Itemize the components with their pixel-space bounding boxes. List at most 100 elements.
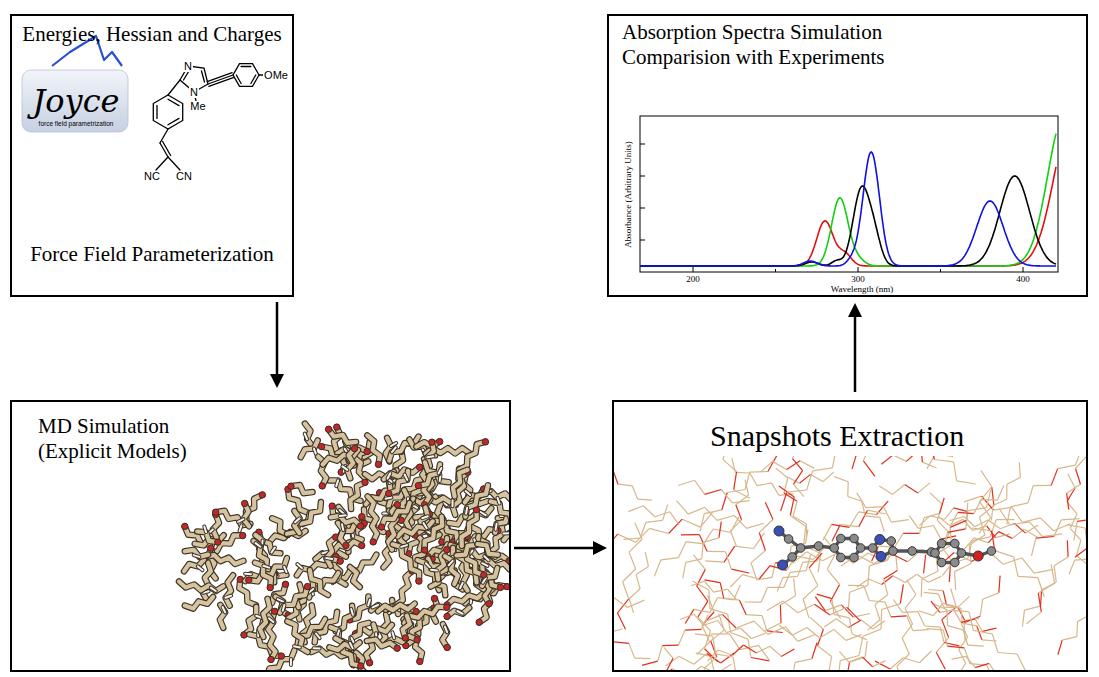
hydrogen-bond <box>256 543 261 547</box>
solvent-wire <box>667 658 673 670</box>
solvent-wire <box>950 610 969 611</box>
solvent-wire <box>868 510 886 514</box>
hydrogen-bond <box>337 631 339 637</box>
solvent-wire <box>983 593 999 599</box>
solvent-wire <box>950 512 958 526</box>
solvent-wire <box>968 645 984 646</box>
solvent-molecule <box>205 555 243 564</box>
solvent-wire <box>805 529 808 543</box>
solvent-wire <box>1040 518 1053 531</box>
solvent-wire <box>614 534 618 549</box>
hydrogen-bond <box>194 555 200 557</box>
solvent-molecule <box>244 607 256 635</box>
solvent-molecule <box>350 567 360 587</box>
solvent-wire <box>952 656 966 659</box>
solvent-wire <box>798 604 815 612</box>
solvent-molecule <box>329 643 359 651</box>
hydrogen-bond <box>245 572 251 577</box>
spectrum-curve <box>640 167 1056 266</box>
solvent-wire <box>974 500 982 514</box>
hydrogen-bond <box>278 599 283 602</box>
solvent-wire <box>903 658 919 663</box>
atom-ball <box>814 542 823 551</box>
solvent-molecule <box>393 544 420 581</box>
solvent-wire <box>750 471 768 473</box>
solvent-molecule <box>301 441 318 458</box>
solvent-wire <box>832 456 836 468</box>
hydrogen-bond <box>457 611 462 614</box>
solvent-wire <box>948 626 964 630</box>
solvent-wire <box>958 596 969 607</box>
solvent-wire <box>624 538 641 539</box>
solvent-wire <box>868 566 870 586</box>
solvent-molecule <box>179 582 223 592</box>
solvent-wire <box>811 474 823 481</box>
solvent-wire <box>1054 520 1061 537</box>
solvent-wire <box>865 641 867 657</box>
solvent-wire <box>940 498 945 514</box>
oxygen-atom <box>476 619 482 625</box>
solvent-wire <box>704 621 718 626</box>
solvent-wire <box>787 490 807 492</box>
atom-label: N <box>189 87 199 98</box>
oxygen-atom <box>208 545 214 551</box>
hydrogen-bond <box>294 646 300 647</box>
process-box: MD Simulation (Explicit Models) <box>10 400 511 672</box>
solvent-wire <box>1075 559 1086 560</box>
solvent-molecule <box>220 605 225 628</box>
solvent-wire <box>934 603 943 616</box>
solvent-wire <box>702 542 704 558</box>
solvent-wire <box>810 617 823 629</box>
solvent-molecule <box>491 502 509 534</box>
hydrogen-bond <box>342 524 343 530</box>
hydrogen-bond <box>305 434 307 440</box>
hydrogen-bond <box>256 543 261 547</box>
oxygen-atom <box>444 547 450 553</box>
solvent-molecule <box>185 550 208 557</box>
solvent-wire <box>792 458 802 470</box>
solvent-wire <box>809 568 818 586</box>
solvent-wire <box>882 604 901 610</box>
solvent-wire <box>982 628 996 631</box>
hydrogen-bond <box>460 583 463 588</box>
hydrogen-bond <box>337 631 339 637</box>
solvent-wire <box>928 576 941 582</box>
solvent-molecule <box>350 596 369 620</box>
hydrogen-bond <box>496 524 497 530</box>
solvent-wire <box>783 601 798 613</box>
solvent-wire <box>815 604 830 615</box>
solvent-wire <box>784 572 790 587</box>
solvent-molecule <box>305 424 313 447</box>
arrow-head <box>848 303 862 317</box>
solvent-molecule <box>365 472 394 479</box>
solvent-wire <box>935 456 952 457</box>
atom-ball <box>850 553 859 562</box>
solvent-wire <box>866 506 884 508</box>
solvent-wire <box>893 456 906 461</box>
oxygen-atom <box>486 601 492 607</box>
solvent-wire <box>849 512 858 528</box>
hydrogen-bond <box>305 434 307 440</box>
solvent-wire <box>986 490 990 508</box>
solvent-wire <box>629 589 640 599</box>
solvent-molecule <box>382 503 410 527</box>
solvent-wire <box>754 533 765 549</box>
solvent-molecule <box>310 570 328 595</box>
solvent-wire <box>703 538 719 543</box>
hydrogen-bond <box>326 556 332 561</box>
hydrogen-bond <box>223 607 226 612</box>
solvent-wire <box>796 556 813 559</box>
solvent-wire <box>723 459 737 471</box>
hydrogen-bond <box>481 512 486 515</box>
solvent-wire <box>823 472 834 481</box>
solvent-wire <box>943 630 947 646</box>
solvent-wire <box>903 533 919 534</box>
solvent-wire <box>1022 558 1034 573</box>
solvent-wire <box>686 559 702 563</box>
oxygen-atom <box>337 558 343 564</box>
oxygen-atom <box>402 635 408 641</box>
hydrogen-bond <box>223 607 226 612</box>
hydrogen-bond <box>445 627 447 633</box>
solvent-wire <box>716 654 734 657</box>
